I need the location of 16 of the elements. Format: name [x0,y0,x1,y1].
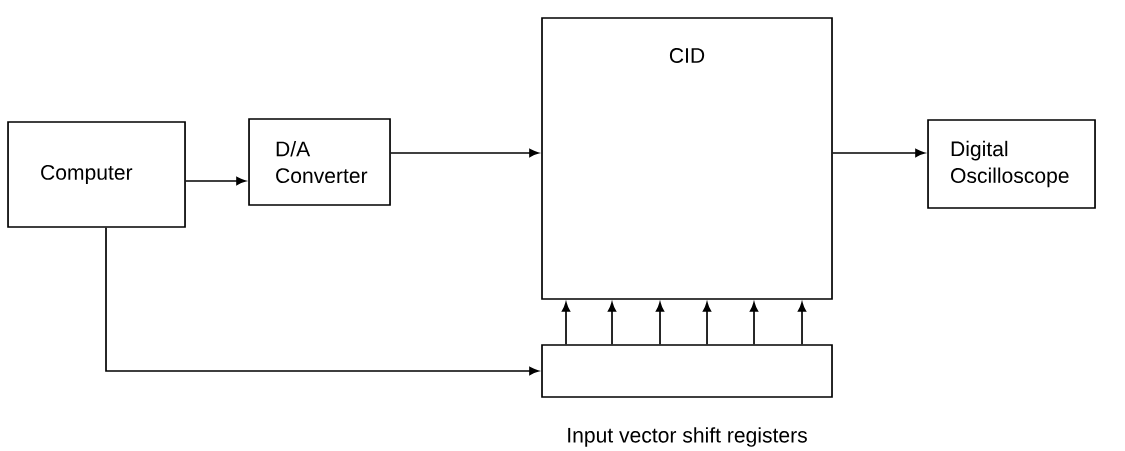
arrow [702,302,712,345]
arrow [655,302,665,345]
oscilloscope-box: Digital Oscilloscope [927,119,1096,209]
arrow [185,176,246,186]
caption-text: Input vector shift registers [568,427,807,447]
arrow [607,302,617,345]
arrow [749,302,759,345]
arrow [832,148,925,158]
arrow [105,227,539,376]
computer-box: Computer [7,121,186,228]
register-bar [541,344,833,398]
arrow [797,302,807,345]
converter-box: D/A Converter [248,118,391,206]
cid-box: CID [541,17,833,300]
arrow [390,148,539,158]
arrow [561,302,571,345]
